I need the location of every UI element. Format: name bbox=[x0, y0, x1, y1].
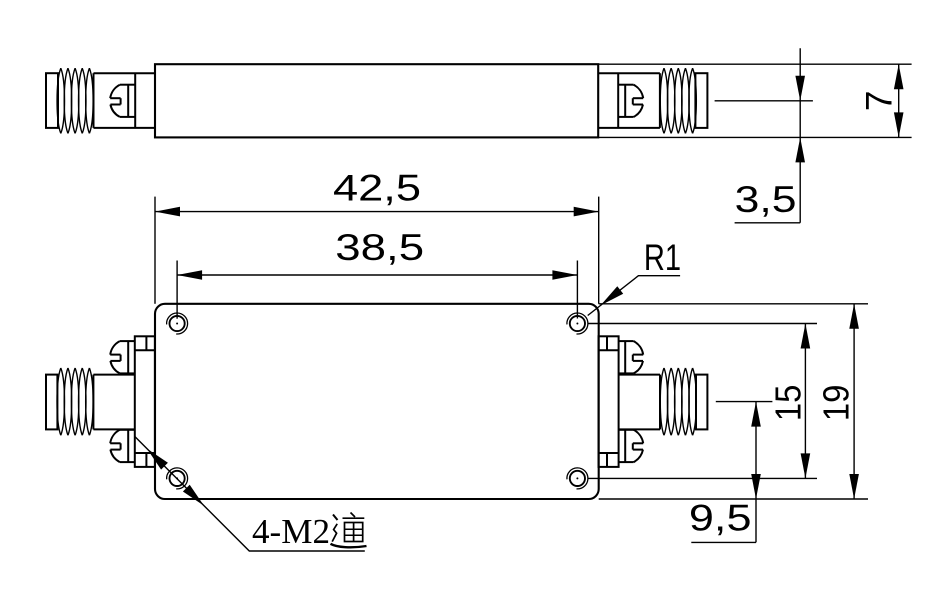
svg-text:R1: R1 bbox=[644, 237, 681, 278]
svg-text:4-M2: 4-M2 bbox=[252, 512, 330, 551]
svg-text:42,5: 42,5 bbox=[333, 167, 421, 208]
svg-text:9,5: 9,5 bbox=[689, 498, 752, 539]
svg-text:15: 15 bbox=[768, 385, 809, 422]
svg-text:19: 19 bbox=[815, 385, 856, 422]
svg-text:7: 7 bbox=[859, 91, 900, 112]
svg-text:38,5: 38,5 bbox=[335, 227, 424, 268]
svg-text:3,5: 3,5 bbox=[735, 179, 797, 220]
